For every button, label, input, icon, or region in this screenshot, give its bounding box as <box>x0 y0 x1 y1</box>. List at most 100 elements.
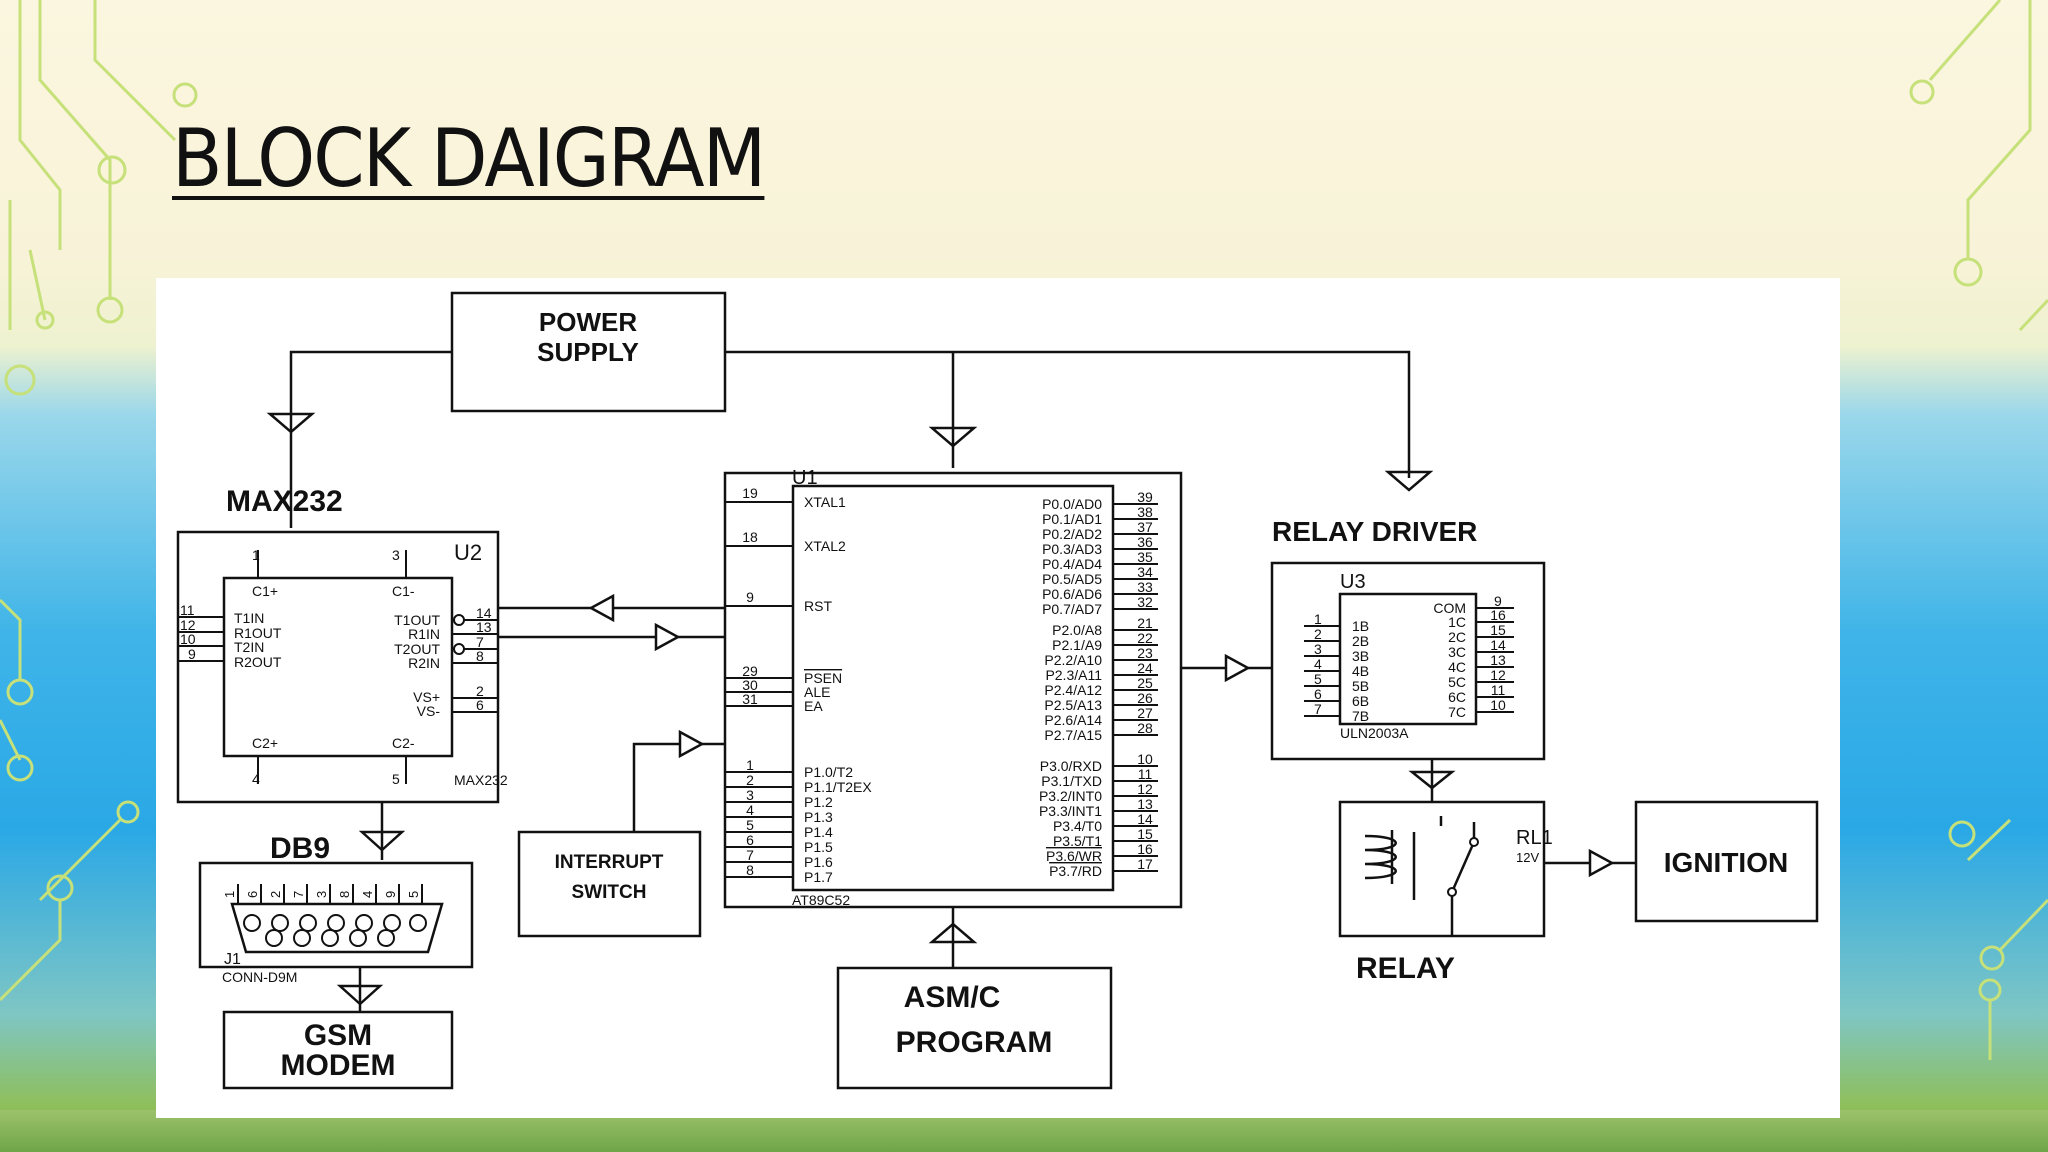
db9-pin: 7 <box>291 891 306 898</box>
max232-vs-label: VS+ <box>413 689 440 705</box>
max232-right-pin: 8 <box>476 648 484 664</box>
mcu-pin-number: 16 <box>1137 841 1153 857</box>
uln-pin-number: 14 <box>1490 637 1506 653</box>
program-block: ASM/C PROGRAM <box>836 966 1113 1090</box>
db9-pin: 1 <box>222 891 237 898</box>
mcu-pin-label: P3.6/WR <box>1046 848 1102 864</box>
uln-pin-number: 16 <box>1490 607 1506 623</box>
mcu-pin-number: 27 <box>1137 705 1153 721</box>
mcu-pin-number: 22 <box>1137 630 1153 646</box>
mcu-pin-label: P3.1/TXD <box>1041 773 1102 789</box>
uln-pin-label: 7C <box>1448 704 1466 720</box>
mcu-pin-label: P1.3 <box>804 809 833 825</box>
mcu-pin-label: P3.5/T1 <box>1053 833 1102 849</box>
uln-pin-number: 1 <box>1314 611 1322 627</box>
max232-left-label: R1OUT <box>234 625 282 641</box>
interrupt-switch-block: INTERRUPT SWITCH <box>517 830 702 938</box>
program-label-1: ASM/C <box>904 981 1001 1014</box>
mcu-pin-label: P2.6/A14 <box>1044 712 1102 728</box>
mcu-pin-number: 13 <box>1137 796 1153 812</box>
db9-pin: 5 <box>406 891 421 898</box>
uln-pin-number: 11 <box>1491 682 1506 698</box>
max232-part: MAX232 <box>454 772 508 788</box>
max232-right-label: T2OUT <box>394 641 440 657</box>
mcu-pin-number: 28 <box>1137 720 1153 736</box>
max232-pin-bottom-5: 5 <box>392 771 400 787</box>
uln-pin-label: COM <box>1433 600 1466 616</box>
max232-label-c2m: C2- <box>392 735 415 751</box>
ignition-block: IGNITION <box>1634 800 1819 923</box>
mcu-pin-label: P2.7/A15 <box>1044 727 1102 743</box>
db9-pin: 2 <box>268 891 283 898</box>
uln-pin-label: 6C <box>1448 689 1466 705</box>
slide-title: BLOCK DAIGRAM <box>172 112 766 205</box>
mcu-pin-number: 19 <box>742 485 758 501</box>
mcu-pin-number: 18 <box>742 529 758 545</box>
uln-pin-label: 6B <box>1352 693 1369 709</box>
max232-vs-label: VS- <box>417 703 441 719</box>
mcu-pin-number: 5 <box>746 817 754 833</box>
uln-pin-label: 5C <box>1448 674 1466 690</box>
interrupt-label-2: SWITCH <box>572 882 647 903</box>
uln-ref: U3 <box>1340 571 1366 593</box>
mcu-pin-label: P2.4/A12 <box>1044 682 1102 698</box>
mcu-part: AT89C52 <box>792 892 850 908</box>
mcu-pin-number: 25 <box>1137 675 1153 691</box>
mcu-pin-number: 17 <box>1137 856 1153 872</box>
relay-label: RELAY <box>1356 952 1455 985</box>
mcu-pin-label: P3.2/INT0 <box>1039 788 1102 804</box>
mcu-pin-number: 34 <box>1137 564 1153 580</box>
mcu-pin-label: P1.0/T2 <box>804 764 853 780</box>
mcu-pin-label: P3.7/RD <box>1049 863 1102 879</box>
mcu-pin-number: 14 <box>1137 811 1153 827</box>
mcu-pin-number: 37 <box>1137 519 1153 535</box>
uln-pin-number: 9 <box>1494 593 1502 609</box>
mcu-pin-label: P3.3/INT1 <box>1039 803 1102 819</box>
mcu-pin-label: P0.2/AD2 <box>1042 526 1102 542</box>
mcu-pin-label: P1.5 <box>804 839 833 855</box>
max232-right-label: R2IN <box>408 655 440 671</box>
mcu-pin-label: P3.0/RXD <box>1040 758 1102 774</box>
relay-driver-heading: RELAY DRIVER <box>1272 516 1477 547</box>
mcu-pin-number: 35 <box>1137 549 1153 565</box>
mcu-pin-number: 21 <box>1137 615 1153 631</box>
mcu-pin-label: P1.6 <box>804 854 833 870</box>
mcu-pin-label: P2.0/A8 <box>1052 622 1102 638</box>
max232-left-pin: 11 <box>180 602 195 618</box>
uln-pin-number: 6 <box>1314 686 1322 702</box>
mcu-pin-number: 4 <box>746 802 754 818</box>
uln-pin-number: 3 <box>1314 641 1322 657</box>
mcu-pin-number: 7 <box>746 847 754 863</box>
uln-pin-number: 2 <box>1314 626 1322 642</box>
mcu-pin-label: P1.2 <box>804 794 833 810</box>
max232-pin-bottom-4: 4 <box>252 771 260 787</box>
max232-left-pin: 9 <box>188 646 196 662</box>
mcu-pin-number: 15 <box>1137 826 1153 842</box>
mcu-pin-number: 33 <box>1137 579 1153 595</box>
max232-left-pin: 10 <box>180 631 196 647</box>
mcu-pin-number: 24 <box>1137 660 1153 676</box>
max232-vs-pin: 6 <box>476 697 484 713</box>
max232-heading: MAX232 <box>226 485 343 518</box>
mcu-pin-number: 26 <box>1137 690 1153 706</box>
mcu-pin-number: 23 <box>1137 645 1153 661</box>
power-supply-block: POWER SUPPLY <box>450 291 727 413</box>
mcu-pin-number: 38 <box>1137 504 1153 520</box>
db9-part: CONN-D9M <box>222 969 297 985</box>
max232-right-pin: 7 <box>476 634 484 650</box>
uln-pin-label: 5B <box>1352 678 1369 694</box>
max232-right-pin: 13 <box>476 619 492 635</box>
mcu-pin-number: 3 <box>746 787 754 803</box>
mcu-pin-label: P2.5/A13 <box>1044 697 1102 713</box>
mcu-pin-label: P0.1/AD1 <box>1042 511 1102 527</box>
mcu-pin-number: 1 <box>746 757 754 773</box>
mcu-pin-number: 31 <box>742 691 758 707</box>
max232-left-label: T1IN <box>234 610 264 626</box>
mcu-pin-number: 6 <box>746 832 754 848</box>
mcu-pin-number: 11 <box>1138 766 1153 782</box>
max232-label-c1p: C1+ <box>252 583 278 599</box>
mcu-pin-number: 32 <box>1137 594 1153 610</box>
